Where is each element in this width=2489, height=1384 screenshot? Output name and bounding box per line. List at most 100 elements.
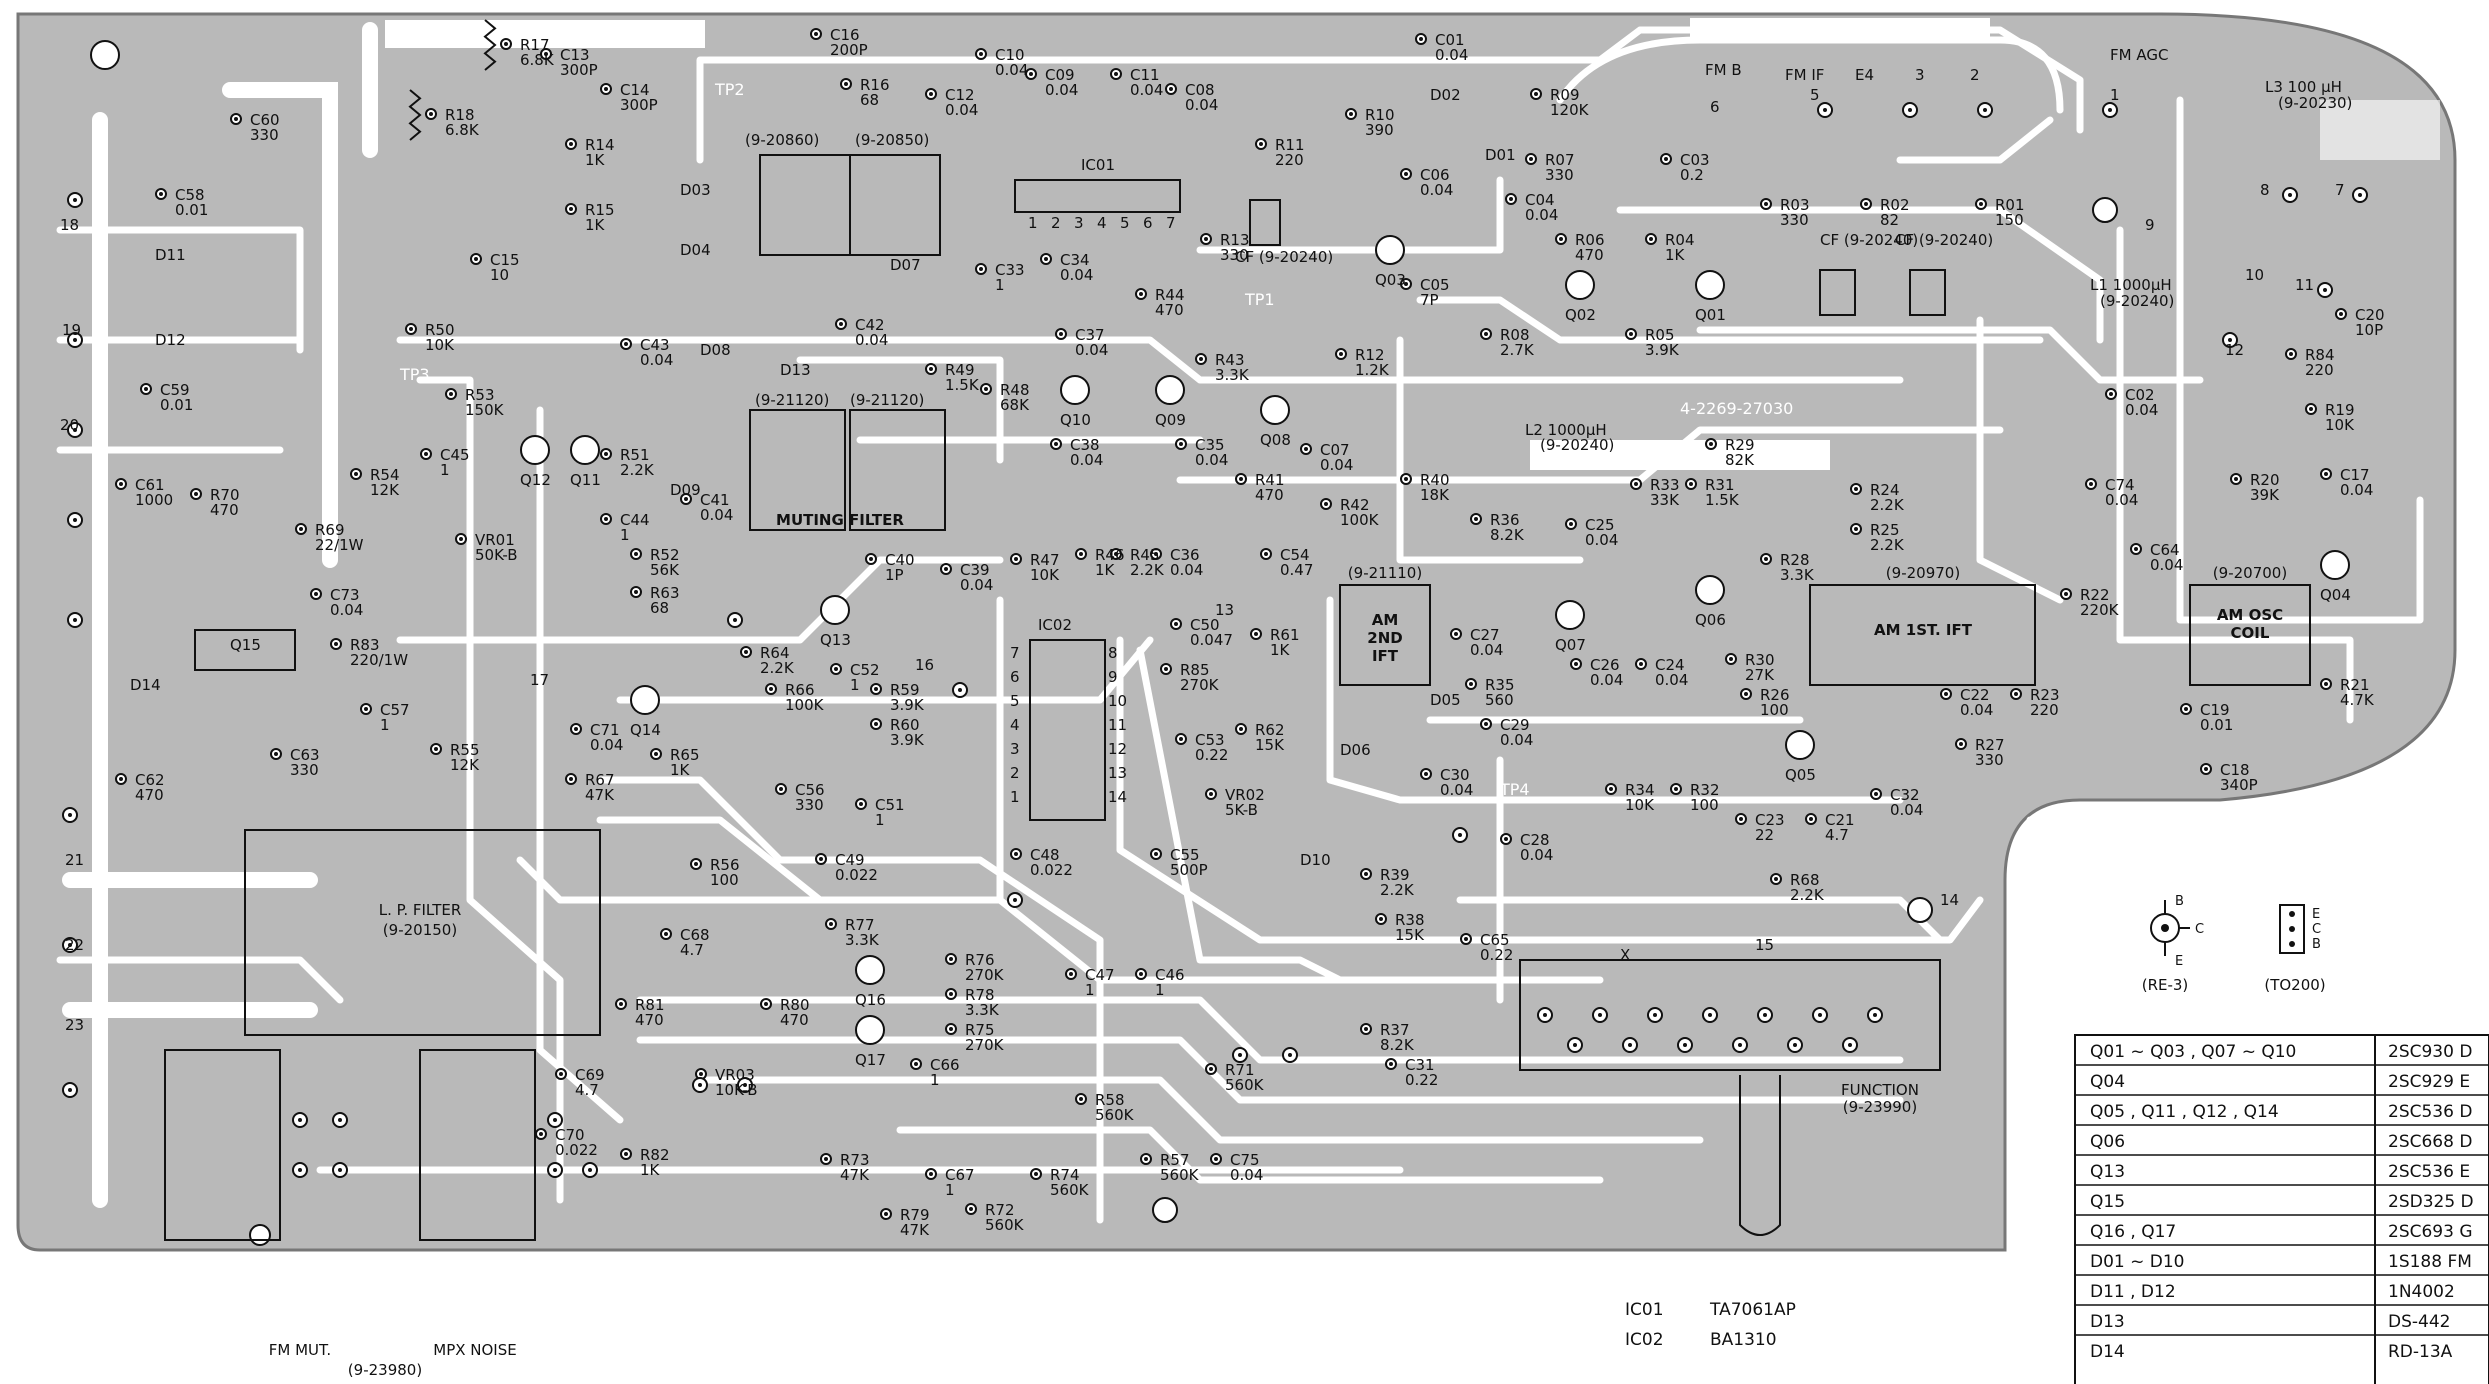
pad-hole: [634, 590, 638, 594]
c11-ref: C11: [1130, 66, 1160, 84]
c02-value: 0.04: [2125, 401, 2158, 419]
pad-hole: [1639, 662, 1643, 666]
r82-value: 1K: [640, 1161, 661, 1179]
c67-value: 1: [945, 1181, 955, 1199]
r22-ref: R22: [2080, 586, 2110, 604]
q12-ref: Q12: [520, 471, 551, 489]
pad-hole: [1404, 282, 1408, 286]
c57-ref: C57: [380, 701, 410, 719]
pad-hole: [1214, 1157, 1218, 1161]
r20-value: 39K: [2250, 486, 2280, 504]
c61-ref: C61: [135, 476, 165, 494]
q17-ref: Q17: [855, 1051, 886, 1069]
pad-hole: [698, 1083, 702, 1087]
pad-hole: [2324, 682, 2328, 686]
r52-value: 56K: [650, 561, 680, 579]
pad-hole: [1454, 632, 1458, 636]
r75-ref: R75: [965, 1021, 995, 1039]
c25-value: 0.04: [1585, 531, 1618, 549]
pad-hole: [1204, 237, 1208, 241]
pad-hole: [1793, 1043, 1797, 1047]
r70-value: 470: [210, 501, 239, 519]
pad-hole: [2289, 352, 2293, 356]
r41-ref: R41: [1255, 471, 1285, 489]
pad-hole: [949, 1027, 953, 1031]
pad-hole: [984, 387, 988, 391]
c10-ref: C10: [995, 46, 1025, 64]
pad-hole: [634, 552, 638, 556]
pad-hole: [73, 198, 77, 202]
pad-hole: [1764, 202, 1768, 206]
c60-ref: C60: [250, 111, 280, 129]
r07-value: 330: [1545, 166, 1574, 184]
pad-hole: [1144, 1157, 1148, 1161]
r38-value: 15K: [1395, 926, 1425, 944]
c45-value: 1: [440, 461, 450, 479]
c59-ref: C59: [160, 381, 190, 399]
d05-ref: D05: [1430, 691, 1461, 709]
r10-value: 390: [1365, 121, 1394, 139]
c47-ref: C47: [1085, 966, 1115, 984]
pad-hole: [834, 667, 838, 671]
q13-symbol: [820, 595, 850, 625]
pad-hole: [1404, 477, 1408, 481]
c12-ref: C12: [945, 86, 975, 104]
module-am-osc-line1: AM OSC: [2217, 606, 2283, 624]
c55-ref: C55: [1170, 846, 1200, 864]
l2-code: (9-20240): [1540, 436, 1614, 454]
module-am-1st-code: (9-20970): [1886, 564, 1960, 582]
pad-hole: [1534, 92, 1538, 96]
r42-ref: R42: [1340, 496, 1370, 514]
module-cf-a: CF (9-20240): [1235, 248, 1333, 266]
c32-value: 0.04: [1890, 801, 1923, 819]
c49-ref: C49: [835, 851, 865, 869]
r54-ref: R54: [370, 466, 400, 484]
r56-value: 100: [710, 871, 739, 889]
l1-label: L1 1000µH: [2090, 276, 2172, 294]
r50-ref: R50: [425, 321, 455, 339]
c02-ref: C02: [2125, 386, 2155, 404]
r07-ref: R07: [1545, 151, 1575, 169]
terminal-n22: 22: [65, 936, 84, 954]
pad-hole: [68, 943, 72, 947]
r53-ref: R53: [465, 386, 495, 404]
r44-ref: R44: [1155, 286, 1185, 304]
r61-ref: R61: [1270, 626, 1300, 644]
vr02-value: 5K-B: [1225, 801, 1258, 819]
board-cutouts: [385, 18, 2440, 470]
r69-ref: R69: [315, 521, 345, 539]
pad-hole: [1504, 837, 1508, 841]
r50-value: 10K: [425, 336, 455, 354]
pad-hole: [1139, 292, 1143, 296]
pad-hole: [664, 932, 668, 936]
r14-ref: R14: [585, 136, 615, 154]
pad-hole: [824, 1157, 828, 1161]
r26-ref: R26: [1760, 686, 1790, 704]
module-muting-filter: MUTING FILTER: [776, 511, 904, 529]
d08-ref: D08: [700, 341, 731, 359]
table-row-ref: D11 , D12: [2090, 1282, 2176, 1302]
ic02-ref: IC02: [1038, 616, 1072, 634]
r37-value: 8.2K: [1380, 1036, 1415, 1054]
q09-symbol: [1155, 375, 1185, 405]
legend-re3-c: C: [2195, 922, 2204, 937]
pad-hole: [1464, 937, 1468, 941]
pad-hole: [73, 518, 77, 522]
c26-value: 0.04: [1590, 671, 1623, 689]
c27-value: 0.04: [1470, 641, 1503, 659]
pad-hole: [559, 1072, 563, 1076]
q02-symbol: [1565, 270, 1595, 300]
c64-ref: C64: [2150, 541, 2180, 559]
pad-hole: [914, 1062, 918, 1066]
pad-hole: [2184, 707, 2188, 711]
pad-hole: [1079, 1097, 1083, 1101]
c15-ref: C15: [490, 251, 520, 269]
r66-value: 100K: [785, 696, 825, 714]
legend-to200: (TO200): [2264, 976, 2325, 994]
pad-hole: [1689, 482, 1693, 486]
r38-ref: R38: [1395, 911, 1425, 929]
legend-package-symbols: [2150, 900, 2305, 956]
table-row-part: 2SC693 G: [2388, 1222, 2473, 1242]
r59-value: 3.9K: [890, 696, 925, 714]
c37-value: 0.04: [1075, 341, 1108, 359]
